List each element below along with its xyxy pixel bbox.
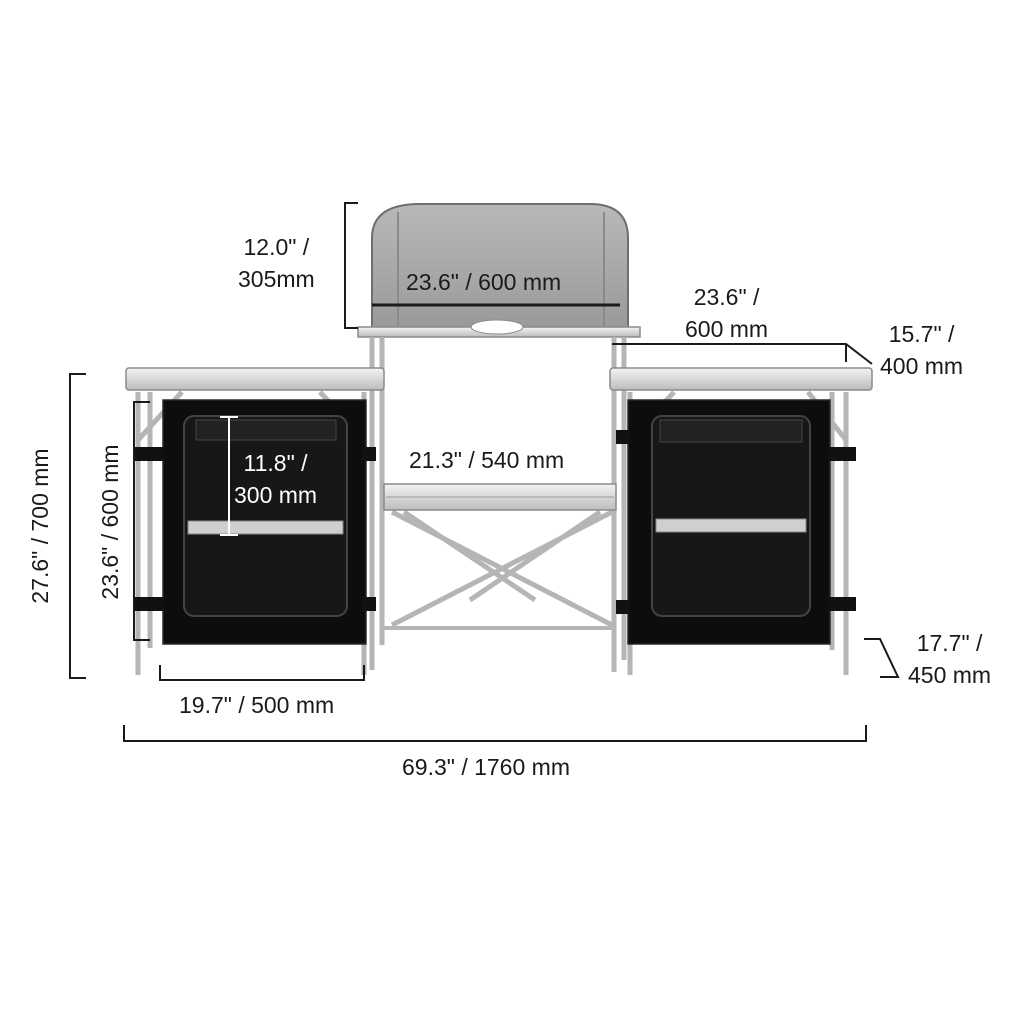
right-cabinet (609, 367, 873, 675)
total-height-label: 27.6" / 700 mm (27, 448, 53, 604)
leg-depth-label: 17.7" / 450 mm (908, 630, 992, 688)
shelf-height-label: 11.8" / 300 mm (234, 450, 318, 508)
cabinet-height-label: 23.6" / 600 mm (97, 444, 123, 600)
total-width-label: 69.3" / 1760 mm (402, 754, 570, 780)
center-frame (369, 337, 627, 672)
right-table-depth-label: 15.7" / 400 mm (880, 321, 964, 379)
windscreen (357, 203, 641, 338)
center-shelf (383, 483, 617, 511)
windscreen-width-label: 23.6" / 600 mm (406, 269, 562, 295)
windscreen-height-label: 12.0" / 305mm (238, 234, 315, 292)
right-table-width-label: 23.6" / 600 mm (685, 284, 769, 342)
cabinet-width-label: 19.7" / 500 mm (179, 692, 335, 718)
left-cabinet (125, 367, 385, 675)
center-shelf-width-label: 21.3" / 540 mm (409, 447, 565, 473)
dimension-lines (69, 202, 900, 742)
